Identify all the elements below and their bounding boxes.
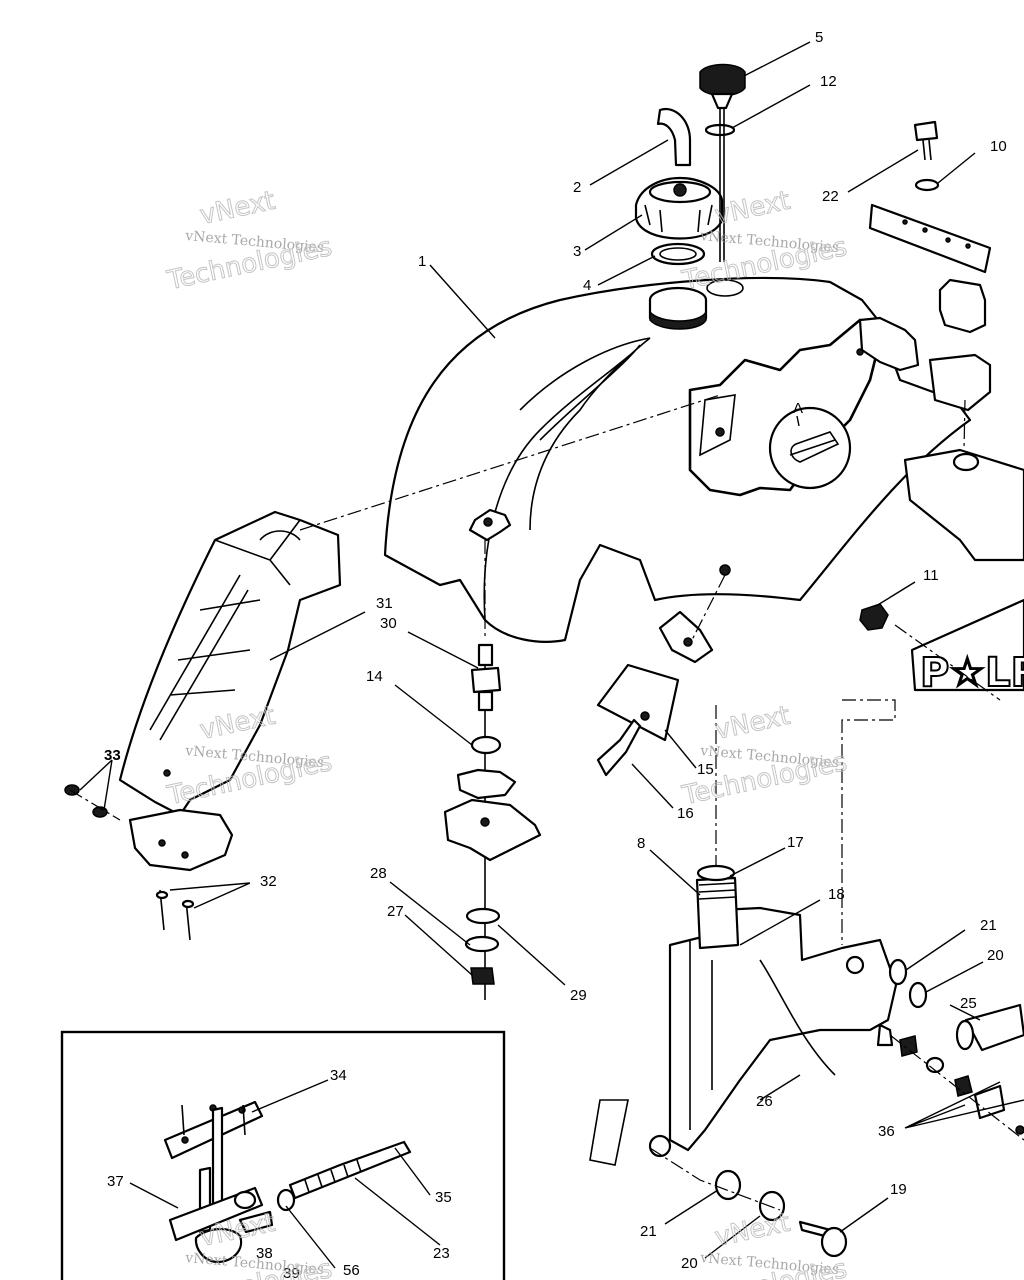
callout-8: 8 bbox=[637, 835, 645, 852]
center-mount-stack bbox=[443, 643, 542, 1000]
alignment-lines bbox=[69, 394, 1024, 1211]
watermark-4-big: vNext bbox=[712, 701, 793, 746]
detail-label-a: A bbox=[793, 400, 803, 417]
callout-35: 35 bbox=[435, 1189, 452, 1206]
callout-12: 12 bbox=[820, 73, 837, 90]
callout-4: 4 bbox=[583, 277, 591, 294]
callout-14: 14 bbox=[366, 668, 383, 685]
callout-15: 15 bbox=[697, 761, 714, 778]
callout-20-bottom: 20 bbox=[681, 1255, 698, 1272]
fuel-tank-body: A bbox=[383, 276, 972, 643]
callout-26: 26 bbox=[756, 1093, 773, 1110]
callout-16: 16 bbox=[677, 805, 694, 822]
callout-25: 25 bbox=[960, 995, 977, 1012]
watermark-1-big: vNext bbox=[197, 186, 278, 231]
callout-numbers: 1 2 3 4 5 12 10 22 11 31 30 14 15 16 17 … bbox=[104, 29, 1007, 1280]
oil-tank bbox=[648, 864, 898, 1158]
callout-19: 19 bbox=[890, 1181, 907, 1198]
callout-38: 38 bbox=[256, 1245, 273, 1262]
callout-33: 33 bbox=[104, 747, 121, 764]
callout-32: 32 bbox=[260, 873, 277, 890]
callout-36: 36 bbox=[878, 1123, 895, 1140]
callout-17: 17 bbox=[787, 834, 804, 851]
callout-21-right: 21 bbox=[980, 917, 997, 934]
callout-30-label: 30 bbox=[380, 615, 397, 632]
clip-and-screw bbox=[596, 610, 714, 777]
brand-decal: P☆LR bbox=[859, 598, 1024, 697]
callout-10: 10 bbox=[990, 138, 1007, 155]
callout-56: 56 bbox=[343, 1262, 360, 1279]
leader-lines bbox=[79, 41, 1024, 1269]
callout-18: 18 bbox=[828, 886, 845, 903]
right-bracket-hardware bbox=[858, 120, 1024, 562]
callout-5: 5 bbox=[815, 29, 823, 46]
callout-1: 1 bbox=[418, 253, 426, 270]
callout-20-right: 20 bbox=[987, 947, 1004, 964]
callout-21-bottom: 21 bbox=[640, 1223, 657, 1240]
brand-text: P☆LR bbox=[920, 650, 1024, 696]
callout-34: 34 bbox=[330, 1067, 347, 1084]
callout-28: 28 bbox=[370, 865, 387, 882]
oil-tank-hardware bbox=[589, 958, 1024, 1258]
watermark-6-big: vNext bbox=[712, 1208, 793, 1253]
callout-23: 23 bbox=[433, 1245, 450, 1262]
callout-27: 27 bbox=[387, 903, 404, 920]
callout-37: 37 bbox=[107, 1173, 124, 1190]
callout-11: 11 bbox=[923, 567, 939, 584]
callout-39: 39 bbox=[283, 1265, 300, 1280]
callout-29: 29 bbox=[570, 987, 587, 1004]
callout-3: 3 bbox=[573, 243, 581, 260]
inset-detail-box bbox=[60, 1030, 506, 1280]
fuel-cap-assembly bbox=[634, 63, 746, 266]
callout-22: 22 bbox=[822, 188, 839, 205]
callout-31: 31 bbox=[376, 595, 393, 612]
callout-2: 2 bbox=[573, 179, 581, 196]
